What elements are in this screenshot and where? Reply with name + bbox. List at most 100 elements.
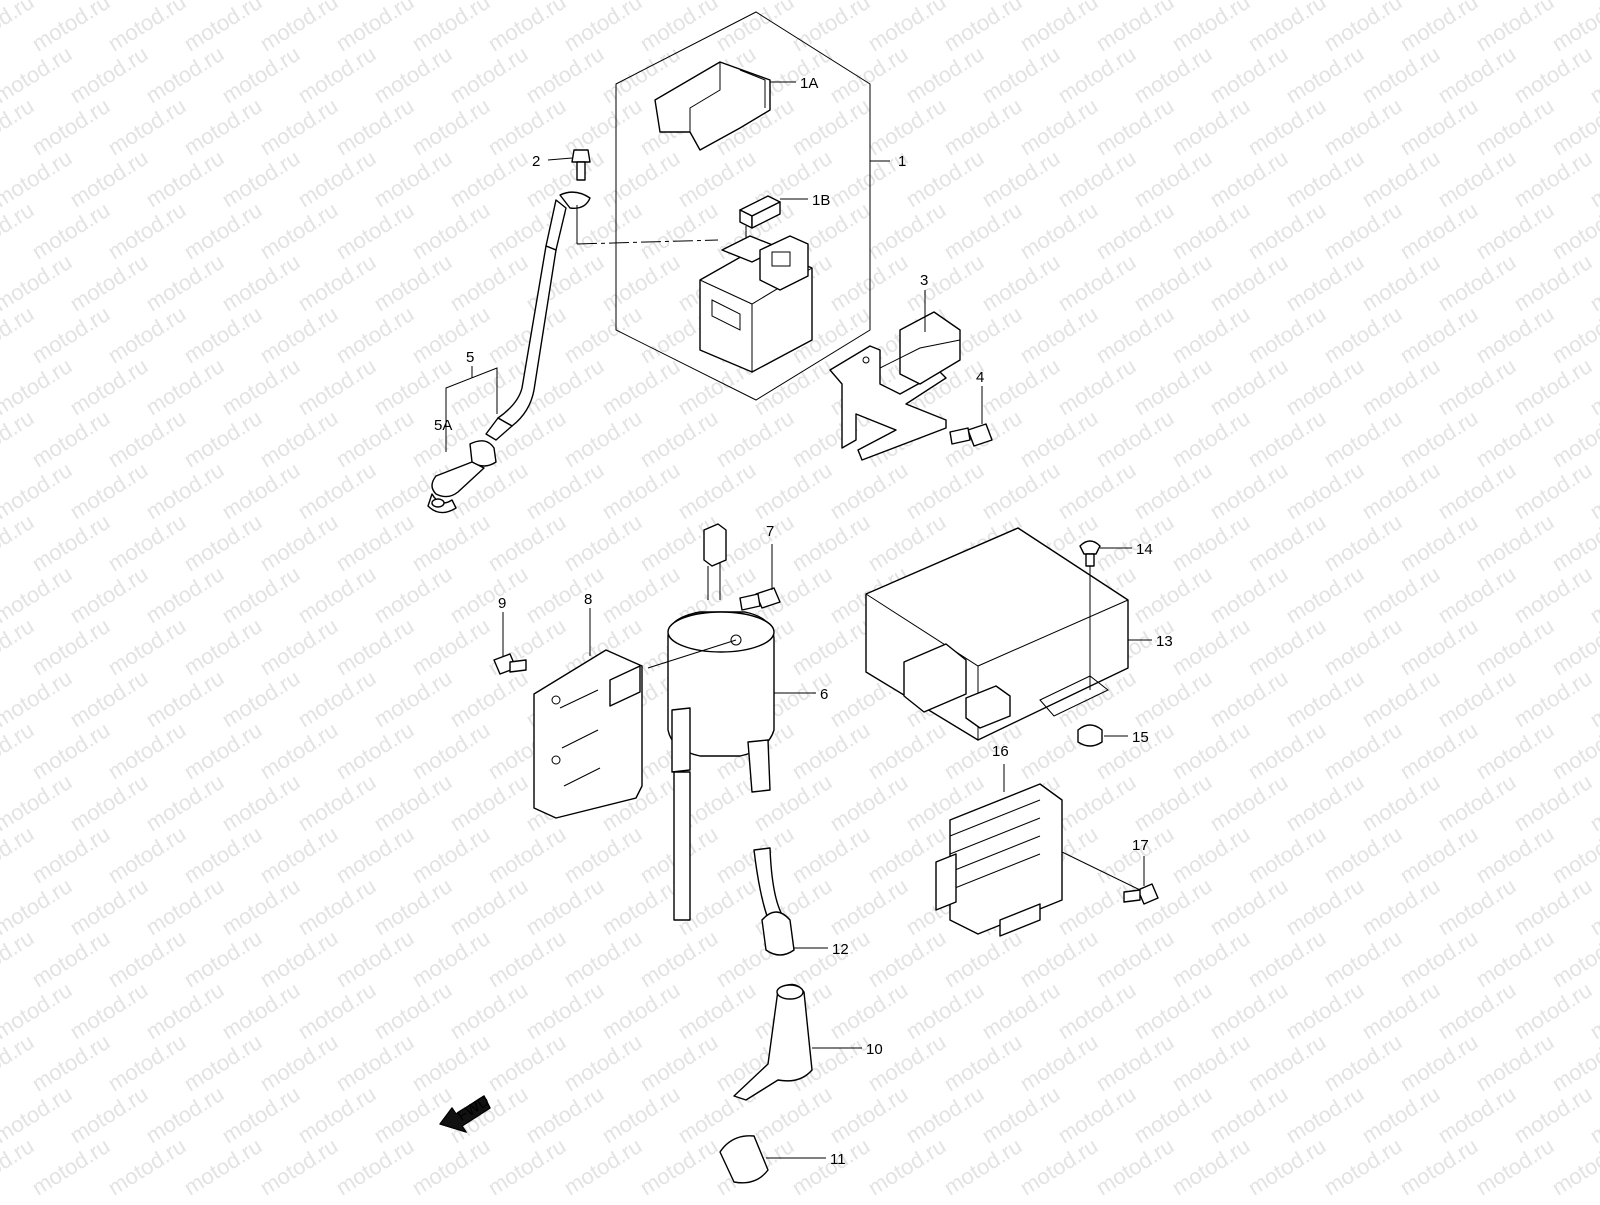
watermark-text: motod.ru bbox=[1319, 925, 1406, 992]
watermark-text: motod.ru bbox=[1395, 197, 1482, 264]
watermark-text: motod.ru bbox=[1015, 197, 1102, 264]
cable-bracket-lines bbox=[445, 366, 498, 452]
watermark-text: motod.ru bbox=[1015, 301, 1102, 368]
watermark-text: motod.ru bbox=[369, 561, 456, 628]
watermark-text: motod.ru bbox=[293, 41, 380, 108]
watermark-text: motod.ru bbox=[255, 717, 342, 784]
watermark-text: motod.ru bbox=[1243, 509, 1330, 576]
watermark-text: motod.ru bbox=[1129, 353, 1216, 420]
watermark-text: motod.ru bbox=[597, 561, 684, 628]
watermark-text: motod.ru bbox=[1509, 977, 1596, 1044]
watermark-text: motod.ru bbox=[1091, 717, 1178, 784]
watermark-text: motod.ru bbox=[977, 353, 1064, 420]
watermark-text: motod.ru bbox=[863, 717, 950, 784]
watermark-text: motod.ru bbox=[1167, 821, 1254, 888]
watermark-text: motod.ru bbox=[521, 1081, 608, 1148]
watermark-text: motod.ru bbox=[1433, 977, 1520, 1044]
watermark-text: motod.ru bbox=[1015, 93, 1102, 160]
watermark-text: motod.ru bbox=[559, 405, 646, 472]
watermark-text: motod.ru bbox=[1433, 873, 1520, 940]
watermark-text: motod.ru bbox=[1395, 717, 1482, 784]
watermark-text: motod.ru bbox=[597, 457, 684, 524]
watermark-text: motod.ru bbox=[65, 41, 152, 108]
watermark-text: motod.ru bbox=[977, 145, 1064, 212]
watermark-text: motod.ru bbox=[407, 93, 494, 160]
coil-mounting-plate bbox=[533, 608, 643, 819]
watermark-text: motod.ru bbox=[1357, 769, 1444, 836]
watermark-text: motod.ru bbox=[1091, 509, 1178, 576]
watermark-text: motod.ru bbox=[65, 249, 152, 316]
watermark-text: motod.ru bbox=[1395, 301, 1482, 368]
watermark-text: motod.ru bbox=[445, 977, 532, 1044]
watermark-text: motod.ru bbox=[293, 769, 380, 836]
watermark-text: motod.ru bbox=[1053, 1081, 1140, 1148]
watermark-text: motod.ru bbox=[483, 821, 570, 888]
watermark-text: motod.ru bbox=[1243, 821, 1330, 888]
watermark-text: motod.ru bbox=[331, 301, 418, 368]
watermark-text: motod.ru bbox=[521, 457, 608, 524]
watermark-text: motod.ru bbox=[1053, 249, 1140, 316]
watermark-text: motod.ru bbox=[103, 925, 190, 992]
watermark-text: motod.ru bbox=[1091, 925, 1178, 992]
bolt-17 bbox=[1123, 856, 1159, 905]
watermark-text: motod.ru bbox=[217, 457, 304, 524]
watermark-text: motod.ru bbox=[521, 41, 608, 108]
watermark-text: motod.ru bbox=[1471, 1029, 1558, 1096]
watermark-text: motod.ru bbox=[1471, 405, 1558, 472]
watermark-text: motod.ru bbox=[825, 1081, 912, 1148]
bolt-9 bbox=[493, 612, 527, 675]
watermark-text: motod.ru bbox=[1205, 1081, 1292, 1148]
watermark-text: motod.ru bbox=[1167, 509, 1254, 576]
watermark-text: motod.ru bbox=[1281, 769, 1368, 836]
watermark-text: motod.ru bbox=[179, 925, 266, 992]
watermark-text: motod.ru bbox=[217, 249, 304, 316]
watermark-text: motod.ru bbox=[1205, 41, 1292, 108]
watermark-text: motod.ru bbox=[825, 769, 912, 836]
watermark-text: motod.ru bbox=[787, 925, 874, 992]
watermark-text: motod.ru bbox=[103, 1029, 190, 1096]
watermark-text: motod.ru bbox=[369, 873, 456, 940]
watermark-text: motod.ru bbox=[65, 561, 152, 628]
watermark-text: motod.ru bbox=[141, 457, 228, 524]
watermark-text: motod.ru bbox=[825, 873, 912, 940]
watermark-text: motod.ru bbox=[1319, 93, 1406, 160]
watermark-text: motod.ru bbox=[179, 405, 266, 472]
watermark-text: motod.ru bbox=[559, 821, 646, 888]
watermark-text: motod.ru bbox=[255, 0, 342, 56]
watermark-text: motod.ru bbox=[103, 93, 190, 160]
watermark-text: motod.ru bbox=[255, 509, 342, 576]
watermark-text: motod.ru bbox=[141, 561, 228, 628]
watermark-text: motod.ru bbox=[255, 301, 342, 368]
watermark-text: motod.ru bbox=[635, 1133, 722, 1200]
plug-cap-seal bbox=[719, 1135, 826, 1184]
watermark-text: motod.ru bbox=[597, 145, 684, 212]
watermark-text: motod.ru bbox=[635, 197, 722, 264]
watermark-text: motod.ru bbox=[331, 197, 418, 264]
watermark-text: motod.ru bbox=[1243, 925, 1330, 992]
watermark-text: motod.ru bbox=[1509, 41, 1596, 108]
watermark-text: motod.ru bbox=[103, 509, 190, 576]
watermark-text: motod.ru bbox=[141, 769, 228, 836]
watermark-text: motod.ru bbox=[445, 41, 532, 108]
callout-13: 13 bbox=[1156, 633, 1173, 650]
watermark-text: motod.ru bbox=[255, 613, 342, 680]
watermark-text: motod.ru bbox=[1319, 1133, 1406, 1200]
watermark-text: motod.ru bbox=[141, 1081, 228, 1148]
watermark-text: motod.ru bbox=[369, 1081, 456, 1148]
watermark-text: motod.ru bbox=[217, 353, 304, 420]
watermark-text: motod.ru bbox=[863, 1133, 950, 1200]
watermark-text: motod.ru bbox=[1357, 873, 1444, 940]
callout-12: 12 bbox=[832, 941, 849, 958]
watermark-text: motod.ru bbox=[1509, 665, 1596, 732]
watermark-text: motod.ru bbox=[825, 977, 912, 1044]
watermark-text: motod.ru bbox=[1205, 769, 1292, 836]
watermark-text: motod.ru bbox=[407, 925, 494, 992]
watermark-text: motod.ru bbox=[27, 197, 114, 264]
watermark-text: motod.ru bbox=[1205, 249, 1292, 316]
watermark-text: motod.ru bbox=[1243, 613, 1330, 680]
watermark-text: motod.ru bbox=[939, 93, 1026, 160]
watermark-text: motod.ru bbox=[27, 613, 114, 680]
watermark-text: motod.ru bbox=[825, 249, 912, 316]
watermark-text: motod.ru bbox=[901, 457, 988, 524]
watermark-text: motod.ru bbox=[27, 405, 114, 472]
